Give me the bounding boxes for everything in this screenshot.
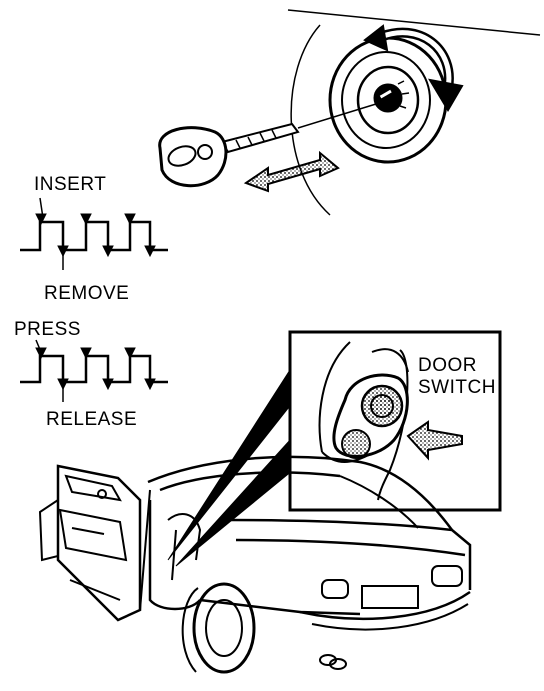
label-remove: REMOVE — [44, 283, 130, 304]
label-press: PRESS — [14, 319, 81, 340]
label-release: RELEASE — [46, 409, 138, 430]
label-insert: INSERT — [34, 174, 107, 195]
label-switch: SWITCH — [418, 377, 496, 398]
open-door-icon — [38, 464, 142, 622]
insert-remove-waveform — [20, 220, 168, 252]
door-switch-icon — [318, 341, 409, 501]
door-switch-arrow-icon — [406, 420, 463, 461]
insert-arrow-icon — [243, 150, 340, 193]
car-icon — [139, 455, 472, 674]
press-release-markers — [35, 339, 156, 402]
press-release-waveform — [20, 354, 168, 384]
key-icon — [158, 103, 377, 188]
insert-remove-markers — [35, 197, 156, 270]
ignition-cylinder-icon — [287, 9, 541, 216]
label-door: DOOR — [418, 355, 477, 376]
rotate-arrow-icon — [363, 24, 464, 112]
